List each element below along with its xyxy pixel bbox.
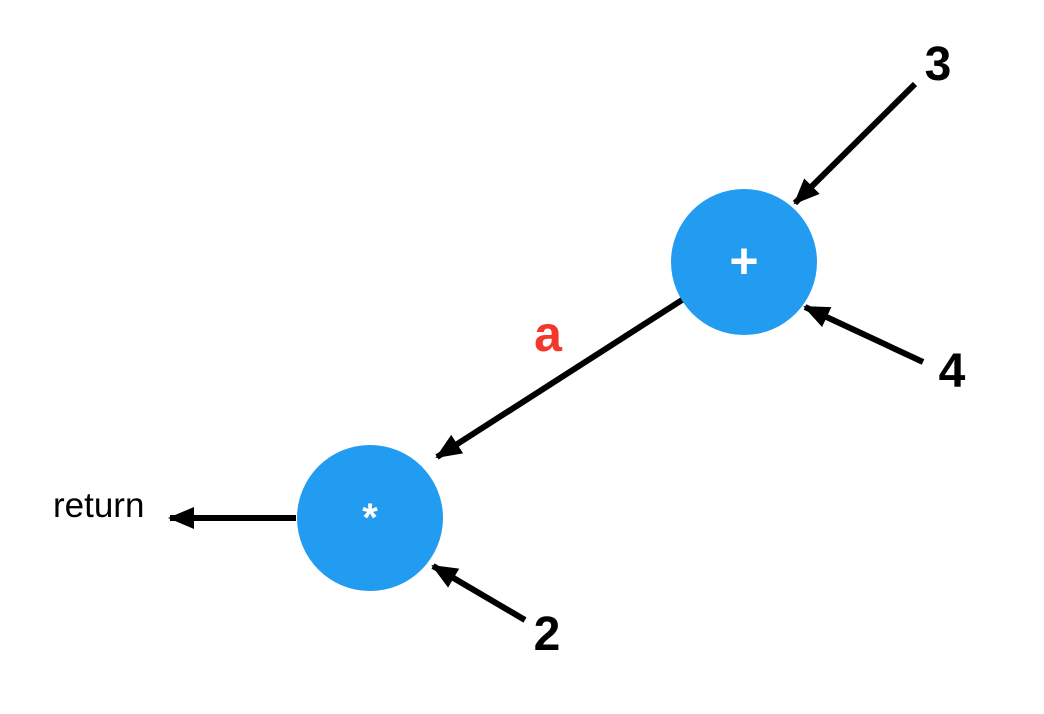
add-node [671, 189, 817, 335]
input-value-2: 2 [534, 608, 561, 661]
return-label: return [53, 486, 144, 525]
add-node-symbol: + [729, 233, 758, 289]
edge-input-4-to-add [803, 304, 925, 365]
multiply-node-symbol: * [362, 496, 378, 540]
edge-add-to-multiply [435, 297, 684, 460]
input-value-3: 3 [925, 38, 952, 91]
intermediate-value-a: a [534, 306, 563, 362]
input-value-4: 4 [939, 345, 966, 398]
multiply-node [297, 445, 443, 591]
edge-input-2-to-multiply [431, 563, 527, 623]
edge-input-3-to-add [792, 81, 918, 206]
